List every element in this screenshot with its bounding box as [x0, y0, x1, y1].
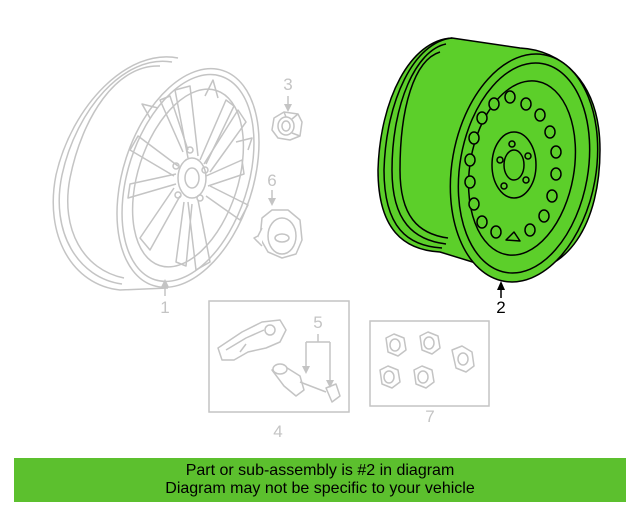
tpms-sensor-part-4[interactable]	[217, 319, 287, 361]
banner-line-1: Part or sub-assembly is #2 in diagram	[185, 462, 455, 479]
callout-7: 7	[425, 407, 435, 426]
alloy-wheel-part-1[interactable]	[52, 50, 285, 305]
callout-5: 5	[313, 313, 323, 332]
callout-4: 4	[273, 422, 283, 441]
lug-nut-set-box-7	[369, 320, 490, 407]
callout-1-arrowhead	[161, 279, 169, 287]
callout-3-arrowhead	[284, 104, 292, 112]
callout-6-arrowhead	[268, 198, 276, 206]
callout-5-leaders	[305, 334, 331, 380]
tpms-sensor-box-4	[208, 300, 350, 413]
banner-line-2: Diagram may not be specific to your vehi…	[165, 480, 475, 497]
steel-wheel-part-2[interactable]	[377, 37, 615, 294]
center-cap-part-6[interactable]	[253, 209, 303, 259]
callout-6: 6	[267, 171, 277, 190]
lug-nut-set-part-7[interactable]	[379, 331, 475, 389]
callout-2-arrowhead	[497, 281, 505, 290]
callout-3: 3	[283, 75, 293, 94]
callout-2: 2	[496, 298, 506, 317]
highlight-banner: Part or sub-assembly is #2 in diagram Di…	[14, 458, 626, 502]
callout-5-arrowhead-left	[302, 366, 310, 374]
tpms-valve-stem-part-5[interactable]	[271, 363, 341, 403]
callout-1: 1	[160, 298, 170, 317]
callout-5-arrowhead-right	[326, 380, 334, 388]
lug-nut-part-3[interactable]	[271, 111, 303, 141]
